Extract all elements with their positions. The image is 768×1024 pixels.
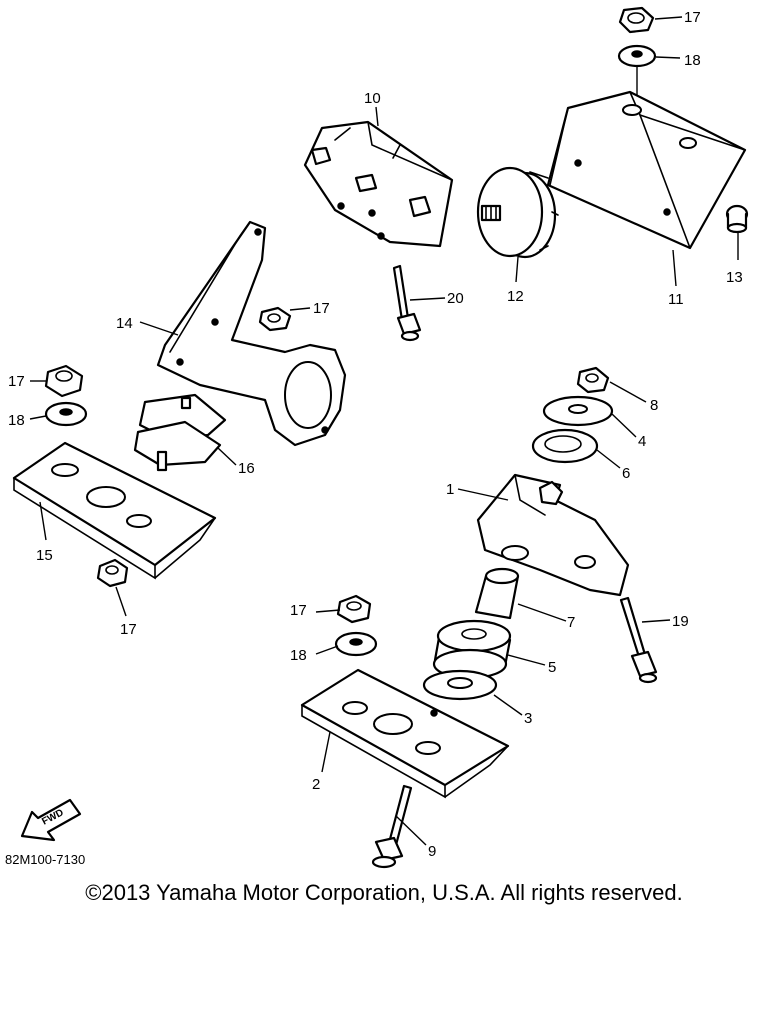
part-14-bracket[interactable] [156, 220, 347, 447]
callout-13: 13 [726, 269, 743, 286]
callout-10: 10 [364, 90, 381, 107]
part-18-washer-top[interactable] [617, 44, 657, 68]
callout-18: 18 [8, 412, 25, 429]
part-6-bushing[interactable] [531, 428, 599, 464]
callout-18: 18 [290, 647, 307, 664]
callout-18: 18 [684, 52, 701, 69]
callout-8: 8 [650, 397, 658, 414]
part-18-washer-bottom[interactable] [334, 631, 378, 657]
part-12-damper[interactable] [476, 166, 559, 259]
callout-15: 15 [36, 547, 53, 564]
callout-5: 5 [548, 659, 556, 676]
callout-17: 17 [120, 621, 137, 638]
part-10-bracket-plate[interactable] [303, 120, 454, 248]
part-4-washer[interactable] [542, 395, 614, 427]
leader-lines [29, 16, 739, 846]
callout-7: 7 [567, 614, 575, 631]
callout-6: 6 [622, 465, 630, 482]
part-17-nut-bottom[interactable] [336, 594, 372, 624]
callout-20: 20 [447, 290, 464, 307]
callout-17: 17 [684, 9, 701, 26]
part-5-rubber-bush[interactable] [432, 619, 512, 680]
part-2-plate-bottom[interactable] [300, 668, 510, 799]
callout-4: 4 [638, 433, 646, 450]
callout-17: 17 [8, 373, 25, 390]
callout-14: 14 [116, 315, 133, 332]
fwd-arrow-icon: FWD [20, 798, 82, 842]
diagram-code: 82M100-7130 [5, 852, 86, 867]
part-13-grommet[interactable] [725, 204, 749, 234]
callout-labels: 17 18 10 11 12 13 20 14 17 17 18 16 15 1… [8, 9, 743, 860]
part-16-rubber-mount[interactable] [133, 393, 227, 472]
part-7-collar[interactable] [474, 567, 520, 620]
callout-3: 3 [524, 710, 532, 727]
callout-11: 11 [668, 291, 684, 308]
part-17-nut-left-bottom[interactable] [96, 558, 129, 588]
part-17-nut-bracket[interactable] [258, 306, 292, 332]
part-9-bolt[interactable] [371, 784, 413, 869]
part-18-washer-left[interactable] [44, 401, 88, 427]
callout-19: 19 [672, 613, 689, 630]
parts-exploded-diagram: FWD 17 18 10 11 12 13 [8, 6, 749, 869]
part-17-nut-left[interactable] [44, 364, 84, 398]
callout-9: 9 [428, 843, 436, 860]
callout-17: 17 [313, 300, 330, 317]
part-1-bracket[interactable] [476, 473, 630, 597]
callout-17: 17 [290, 602, 307, 619]
callout-2: 2 [312, 776, 320, 793]
part-11-cover[interactable] [546, 90, 747, 250]
part-17-nut-top[interactable] [618, 6, 655, 34]
part-19-bolt[interactable] [619, 596, 658, 684]
callout-12: 12 [507, 288, 524, 305]
part-3-washer[interactable] [422, 669, 498, 701]
part-8-nut[interactable] [576, 366, 610, 394]
part-20-bolt[interactable] [392, 264, 422, 342]
copyright-notice: ©2013 Yamaha Motor Corporation, U.S.A. A… [85, 880, 683, 905]
callout-1: 1 [446, 481, 454, 498]
part-15-plate-left[interactable] [12, 441, 217, 580]
callout-16: 16 [238, 460, 255, 477]
